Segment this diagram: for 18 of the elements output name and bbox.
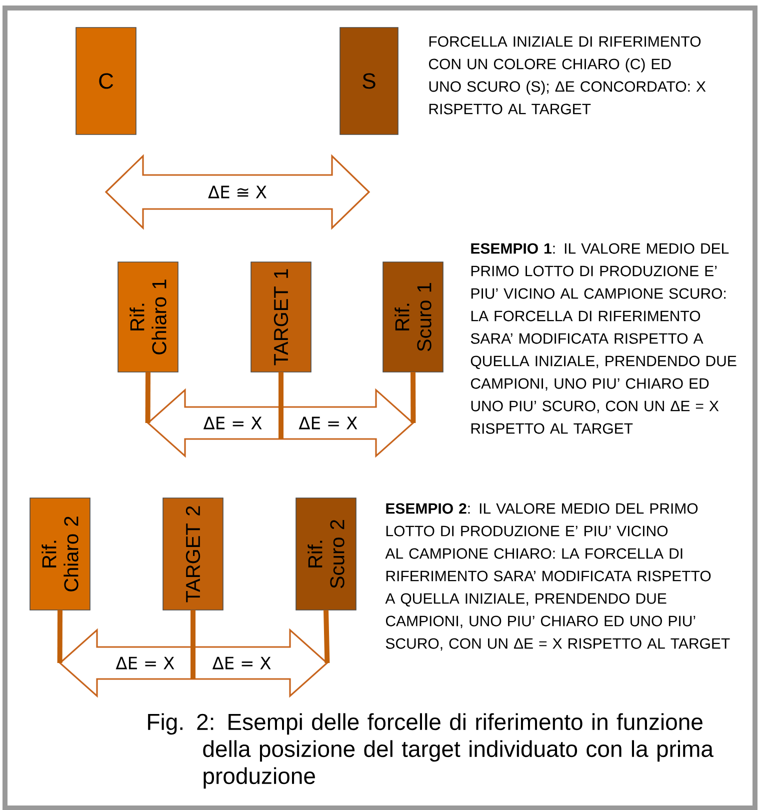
description-text: ESEMPIO 1: IL VALORE MEDIO DEL PRIMO LOTTO DI PRODUZIONE E’ PIU’ VICINO AL CAMPIONE SCURO: LA FORCELLA DI RIFERIMENTO SARA’ MODIFICATA RISPETTO A QUELLA INIZIALE, PRENDENDO DUE CAMPIONI, UNO PIU’ CHIARO ED UNO PIU’ SCURO, CON UN ΔE = X RISPETTO AL TARGET	[470, 243, 736, 434]
sample-box: Rif. Scuro 2	[296, 498, 356, 610]
connector-line	[278, 372, 284, 439]
sample-box: TARGET 1	[250, 262, 312, 372]
sample-box: Rif. Chiaro 2	[30, 498, 90, 610]
connector-line	[324, 610, 330, 664]
connector-line	[145, 372, 150, 424]
connector-line	[57, 610, 62, 664]
sample-box: C	[76, 27, 136, 135]
sample-box: S	[340, 27, 398, 135]
sample-box: Rif. Scuro 1	[382, 262, 444, 372]
description-text: ESEMPIO 2: IL VALORE MEDIO DEL PRIMO LOTTO DI PRODUZIONE E’ PIU’ VICINO AL CAMPIONE CHIARO: LA FORCELLA DI RIFERIMENTO SARA’ MODIFICATA RISPETTO A QUELLA INIZIALE, PRENDENDO DUE CAMPIONI, UNO PIU’ CHIARO ED UNO PIU’ SCURO, CON UN ΔE = X RISPETTO AL TARGET	[385, 503, 730, 651]
sample-box: TARGET 2	[162, 498, 224, 610]
sample-box: Rif. Chiaro 1	[118, 262, 178, 372]
description-text: FORCELLA INIZIALE DI RIFERIMENTO CON UN COLORE CHIARO (C) ED UNO SCURO (S); ΔE CONCORDATO: X RISPETTO AL TARGET	[428, 36, 706, 114]
figure-caption: Fig. 2: Esempi delle forcelle di riferimento in funzione della posizione del target individuato con la prima produzione	[148, 713, 714, 789]
connector-line	[410, 372, 416, 424]
connector-line	[190, 610, 196, 679]
